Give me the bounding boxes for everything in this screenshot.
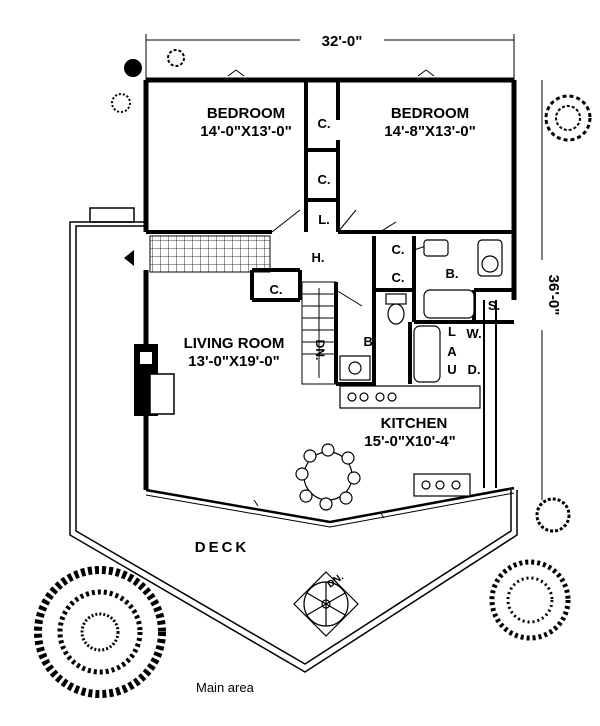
closet-label: C. (318, 116, 331, 131)
closet-label: C. (270, 282, 283, 297)
stair-down-label: DN. (313, 340, 327, 361)
deck-outline (69, 207, 518, 673)
laundry-letter-u: U (447, 362, 456, 377)
kitchen-counters (339, 385, 481, 497)
living-room-size: 13'-0"X19'-0" (188, 353, 279, 370)
linen-label: L. (318, 212, 330, 227)
bath-fixtures (339, 239, 503, 383)
kitchen-size: 15'-0"X10'-4" (364, 433, 455, 450)
living-room-name: LIVING ROOM (184, 335, 285, 352)
closet-label: C. (392, 270, 405, 285)
windows (227, 69, 435, 519)
entry-arrow-icon (124, 250, 134, 266)
bedroom-right-size: 14'-8"X13'-0" (384, 123, 475, 140)
stairs-down (301, 281, 337, 385)
bath-label: B. (446, 266, 459, 281)
width-dimension-label: 32'-0" (322, 33, 363, 50)
bedroom-left-size: 14'-0"X13'-0" (200, 123, 291, 140)
deck-name: DECK (195, 539, 250, 556)
closet-label: C. (392, 242, 405, 257)
bath-label: B. (364, 334, 377, 349)
laundry-letter-a: A (447, 344, 457, 359)
fireplace-icon (134, 344, 175, 416)
depth-dimension-label: 36'-0" (545, 275, 562, 316)
kitchen-name: KITCHEN (381, 415, 448, 432)
bedroom-right-name: BEDROOM (391, 105, 469, 122)
closet-label: C. (318, 172, 331, 187)
dryer-label: D. (468, 362, 481, 377)
tree-icon (34, 49, 592, 698)
washer-label: W. (466, 326, 481, 341)
door-swings (271, 209, 445, 307)
dining-table-icon (295, 443, 361, 511)
plan-caption: Main area (196, 680, 254, 695)
shower-label: S. (488, 298, 500, 313)
stairwell-upper (149, 235, 271, 273)
exterior-walls (143, 77, 517, 528)
bedroom-left-name: BEDROOM (207, 105, 285, 122)
spiral-stair-icon (293, 571, 359, 637)
laundry-letter-l: L (448, 324, 456, 339)
hall-label: H. (312, 250, 325, 265)
